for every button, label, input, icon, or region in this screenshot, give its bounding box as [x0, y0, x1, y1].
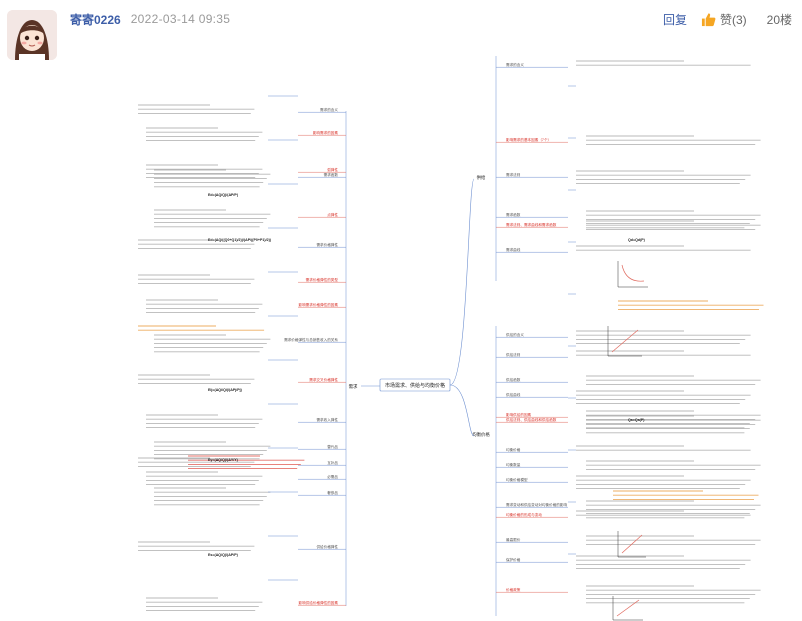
right-node-16: 均衡价格的形成与变动 — [506, 512, 542, 517]
formula-0: Ed=(ΔQ/Q)/(ΔP/P) — [208, 193, 239, 197]
right-node-17: 最高限价 — [506, 537, 521, 542]
post-timestamp: 2022-03-14 09:35 — [130, 12, 231, 26]
formula-2: Eij=(ΔQi/Qi)/(ΔPj/Pj) — [208, 388, 243, 392]
thumbs-up-icon — [701, 12, 716, 26]
center-right-connector-2 — [449, 384, 475, 437]
left-node-9: 需求交叉价格弹性 — [309, 377, 338, 382]
main-node-supply: 供给 — [477, 174, 486, 181]
right-node-1: 影响需求的基本因素（7个） — [506, 137, 551, 142]
supply-graph-curve — [621, 534, 643, 554]
left-node-14: 奢侈品 — [327, 490, 338, 495]
right-node-4: 需求曲线 — [506, 247, 521, 252]
center-node-label: 市场需求、供给与均衡价格 — [385, 382, 445, 389]
post-header: 寄寄0226 2022-03-14 09:35 回复 赞(3) 20楼 — [70, 9, 792, 29]
right-node-18: 保护价格 — [506, 557, 521, 562]
left-node-5: 点弹性 — [327, 212, 338, 217]
right-node-14: 均衡价格模型 — [506, 477, 528, 482]
right-node-2: 需求法则 — [506, 172, 521, 177]
equilibrium-graph-curve — [616, 599, 640, 617]
left-node-4: 弧弹性 — [327, 167, 338, 172]
demand-shift-graph-curve — [611, 329, 639, 353]
right-node-0: 需求的含义 — [506, 62, 524, 67]
floor-number: 20楼 — [766, 12, 792, 27]
mindmap-image[interactable]: 市场需求、供给与均衡价格 需求 供给均衡价格 需求的含义影响需求的因素需求函数需求价格… — [98, 36, 802, 621]
formula-3: Ey=(ΔQ/Q)/(ΔY/Y) — [208, 458, 239, 462]
right-node-7: 影响供给的因素 — [506, 412, 532, 417]
username-link[interactable]: 寄寄0226 — [70, 12, 121, 27]
right-node-11: 供给法则、供给曲线和供给函数 — [506, 417, 557, 422]
left-node-7: 影响需求价格弹性的因素 — [298, 302, 338, 307]
left-node-15: 供给价格弹性 — [316, 544, 338, 549]
main-node-equilibrium: 均衡价格 — [472, 431, 490, 438]
demand-graph-curve — [621, 264, 645, 282]
main-node-demand: 需求 — [349, 383, 358, 390]
left-node-0: 需求的含义 — [320, 107, 338, 112]
right-node-19: 价格政策 — [506, 587, 521, 592]
left-node-10: 需求收入弹性 — [316, 417, 338, 422]
formula-1: Ed=(ΔQ/((Q0+Q1)/2))/(ΔP/((P0+P1)/2)) — [208, 238, 272, 242]
left-node-6: 需求价格弹性的类型 — [306, 277, 339, 282]
avatar[interactable] — [7, 10, 57, 60]
left-node-8: 需求价格弹性与总销售收入的关系 — [284, 337, 338, 342]
left-node-16: 影响供给价格弹性的因素 — [298, 600, 338, 605]
right-node-6: 供给的含义 — [506, 332, 524, 337]
left-node-13: 必需品 — [327, 474, 338, 479]
reply-button[interactable]: 回复 — [662, 12, 687, 27]
formula-4: Es=(ΔQ/Q)/(ΔP/P) — [208, 553, 239, 557]
left-node-12: 互补品 — [327, 460, 338, 465]
right-node-9: 供给函数 — [506, 377, 521, 382]
right-node-12: 均衡价格 — [506, 447, 521, 452]
right-node-15: 需求变动和供给变动对均衡价格的影响 — [506, 502, 567, 507]
right-node-8: 供给法则 — [506, 352, 521, 357]
cartoon-girl-avatar-icon — [7, 10, 57, 60]
right-node-3: 需求函数 — [506, 212, 521, 217]
left-node-11: 替代品 — [327, 444, 338, 449]
center-right-connector-1 — [449, 178, 475, 386]
formula-5: Qd=Qd(P) — [628, 238, 646, 242]
right-node-13: 均衡数量 — [506, 462, 521, 467]
like-count: 赞(3) — [719, 12, 747, 27]
formula-6: Qs=Qs(P) — [628, 418, 645, 422]
left-node-3: 需求价格弹性 — [316, 242, 338, 247]
like-button[interactable]: 赞(3) — [701, 11, 747, 28]
left-node-2: 需求函数 — [324, 172, 339, 177]
right-node-5: 需求法则、需求曲线和需求函数 — [506, 222, 557, 227]
right-node-10: 供给曲线 — [506, 392, 521, 397]
left-node-1: 影响需求的因素 — [313, 130, 339, 135]
